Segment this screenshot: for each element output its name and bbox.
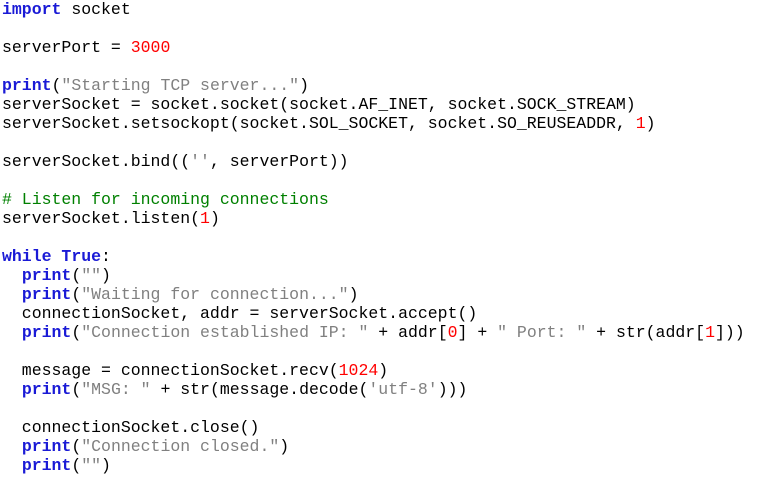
code-token [2, 456, 22, 475]
code-token [52, 247, 62, 266]
number-token: 1 [635, 114, 646, 133]
code-token [2, 285, 22, 304]
string-token: "MSG: " [81, 380, 151, 399]
code-line [2, 133, 745, 152]
code-token: , serverPort)) [209, 152, 349, 171]
code-token: ( [71, 380, 82, 399]
code-token: connectionSocket, addr = serverSocket.ac… [2, 304, 478, 323]
string-token: "Connection closed." [81, 437, 280, 456]
code-line: # Listen for incoming connections [2, 190, 745, 209]
code-line [2, 342, 745, 361]
code-token: ( [71, 456, 82, 475]
code-token: + addr[ [368, 323, 448, 342]
code-line: print("Connection established IP: " + ad… [2, 323, 745, 342]
number-token: 1 [705, 323, 715, 342]
code-token: ))) [437, 380, 468, 399]
string-token: " Port: " [497, 323, 587, 342]
code-line: connectionSocket, addr = serverSocket.ac… [2, 304, 745, 323]
code-line: print("Connection closed.") [2, 437, 745, 456]
code-token: serverSocket.listen( [2, 209, 201, 228]
code-line: print("") [2, 266, 745, 285]
string-token: 'utf-8' [368, 380, 438, 399]
code-token: serverPort = [2, 38, 131, 57]
keyword-token: print [2, 76, 52, 95]
code-token: ])) [714, 323, 745, 342]
code-token: ) [101, 266, 111, 285]
code-token: : [101, 247, 111, 266]
code-line: connectionSocket.close() [2, 418, 745, 437]
code-token: ( [71, 323, 82, 342]
code-line: print("Starting TCP server...") [2, 76, 745, 95]
code-line: while True: [2, 247, 745, 266]
code-line: serverSocket.setsockopt(socket.SOL_SOCKE… [2, 114, 745, 133]
keyword-token: print [21, 437, 72, 456]
code-token: serverSocket.bind(( [2, 152, 191, 171]
code-token: ( [71, 266, 82, 285]
number-token: 3000 [130, 38, 171, 57]
comment-token: # Listen for incoming connections [2, 190, 329, 209]
code-token [2, 323, 22, 342]
code-line: print("Waiting for connection...") [2, 285, 745, 304]
keyword-token: print [21, 266, 72, 285]
code-line: serverSocket.bind(('', serverPort)) [2, 152, 745, 171]
code-line: serverSocket = socket.socket(socket.AF_I… [2, 95, 745, 114]
code-token: + str(message.decode( [150, 380, 369, 399]
code-line [2, 399, 745, 418]
keyword-token: print [21, 456, 72, 475]
code-token: socket [61, 0, 131, 19]
code-token [2, 380, 22, 399]
code-token [2, 437, 22, 456]
code-token: message = connectionSocket.recv( [2, 361, 339, 380]
string-token: '' [190, 152, 210, 171]
code-token: ( [51, 76, 62, 95]
string-token: "Connection established IP: " [81, 323, 369, 342]
string-token: "" [81, 266, 102, 285]
code-token: ( [71, 285, 82, 304]
keyword-token: print [21, 323, 72, 342]
keyword-token: import [2, 0, 62, 19]
code-token: serverSocket.setsockopt(socket.SOL_SOCKE… [2, 114, 636, 133]
code-token: ) [645, 114, 656, 133]
code-editor[interactable]: import socket serverPort = 3000 print("S… [2, 0, 745, 475]
code-token: ) [209, 209, 220, 228]
code-token: ) [348, 285, 359, 304]
keyword-token: print [21, 285, 72, 304]
code-token: connectionSocket.close() [2, 418, 260, 437]
code-line: message = connectionSocket.recv(1024) [2, 361, 745, 380]
code-line: print("MSG: " + str(message.decode('utf-… [2, 380, 745, 399]
number-token: 1 [200, 209, 210, 228]
number-token: 0 [447, 323, 458, 342]
code-line [2, 19, 745, 38]
code-line: serverSocket.listen(1) [2, 209, 745, 228]
string-token: "Waiting for connection..." [81, 285, 349, 304]
code-line: serverPort = 3000 [2, 38, 745, 57]
code-token: serverSocket = socket.socket(socket.AF_I… [2, 95, 636, 114]
keyword-token: while [2, 247, 52, 266]
string-token: "" [81, 456, 102, 475]
code-token: ) [101, 456, 111, 475]
keyword-token: True [61, 247, 102, 266]
code-token: ] + [457, 323, 498, 342]
code-token [2, 266, 22, 285]
code-token: ( [71, 437, 82, 456]
code-line [2, 171, 745, 190]
string-token: "Starting TCP server..." [61, 76, 300, 95]
number-token: 1024 [338, 361, 379, 380]
code-line [2, 57, 745, 76]
code-line: import socket [2, 0, 745, 19]
code-token: ) [299, 76, 309, 95]
code-line [2, 228, 745, 247]
keyword-token: print [21, 380, 72, 399]
code-token: ) [378, 361, 389, 380]
code-token: + str(addr[ [586, 323, 706, 342]
code-token: ) [279, 437, 290, 456]
code-line: print("") [2, 456, 745, 475]
